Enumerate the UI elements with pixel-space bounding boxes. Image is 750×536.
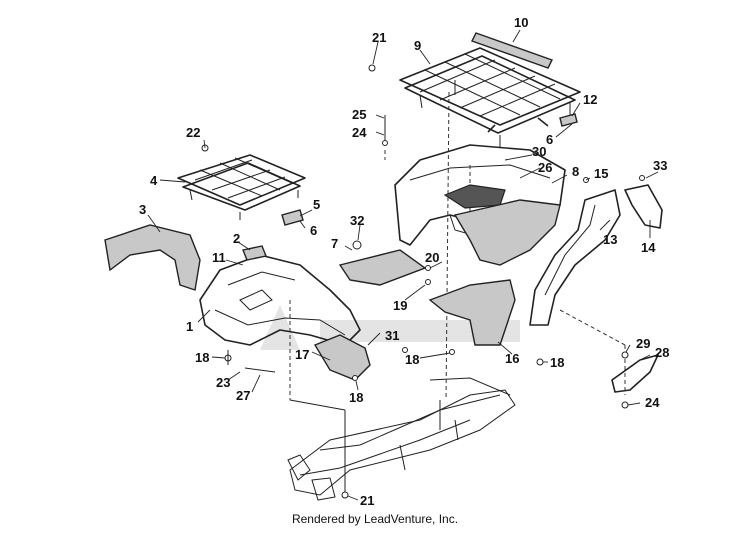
callout-4: 4 [150, 173, 158, 188]
callout-21-bottom: 21 [360, 493, 374, 508]
small-parts [242, 113, 578, 261]
callout-3: 3 [139, 202, 146, 217]
callout-18-left: 18 [195, 350, 209, 365]
callout-30: 30 [532, 144, 546, 159]
callout-2: 2 [233, 231, 240, 246]
callout-7: 7 [331, 236, 338, 251]
callout-18-right: 18 [550, 355, 564, 370]
rear-mud-flap [428, 279, 516, 346]
callout-10: 10 [514, 15, 528, 30]
callout-29: 29 [636, 336, 650, 351]
callout-32: 32 [350, 213, 364, 228]
callout-16: 16 [505, 351, 519, 366]
front-mud-flap [104, 224, 201, 291]
front-rack [177, 154, 306, 220]
lower-bracket [611, 354, 659, 393]
callout-19: 19 [393, 298, 407, 313]
callout-24-top: 24 [352, 125, 367, 140]
callout-9: 9 [414, 38, 421, 53]
callout-12: 12 [583, 92, 597, 107]
callout-28: 28 [655, 345, 669, 360]
callout-6-front: 6 [310, 223, 317, 238]
callout-14: 14 [641, 240, 656, 255]
callout-6-rear: 6 [546, 132, 553, 147]
rear-rack [399, 47, 581, 148]
callout-31: 31 [385, 328, 399, 343]
footer-credit: Rendered by LeadVenture, Inc. [291, 512, 459, 526]
frame-drawing [287, 377, 516, 501]
callout-24-bottom: 24 [645, 395, 660, 410]
leader-lines [147, 29, 659, 501]
rear-inner-panel [453, 199, 561, 266]
fasteners [201, 64, 645, 499]
callout-13: 13 [603, 232, 617, 247]
callout-11: 11 [212, 250, 226, 265]
grab-bar-pad [471, 32, 553, 69]
rear-fender-extension [529, 189, 621, 326]
callout-27: 27 [236, 388, 250, 403]
callout-labels: 1 2 3 4 5 6 6 7 8 9 10 11 12 13 14 15 16… [139, 15, 669, 508]
callout-33: 33 [653, 158, 667, 173]
side-panel [338, 249, 427, 286]
assembly-guide-lines [289, 91, 626, 495]
callout-18-center: 18 [349, 390, 363, 405]
callout-21-top: 21 [372, 30, 386, 45]
callout-15: 15 [594, 166, 608, 181]
callout-22: 22 [186, 125, 200, 140]
callout-26: 26 [538, 160, 552, 175]
callout-20: 20 [425, 250, 439, 265]
callout-25: 25 [352, 107, 366, 122]
callout-18-mid: 18 [405, 352, 419, 367]
callout-17: 17 [295, 347, 309, 362]
front-fender [199, 254, 371, 381]
callout-8: 8 [572, 164, 579, 179]
callout-5: 5 [313, 197, 320, 212]
rear-bracket [624, 184, 663, 229]
callout-23: 23 [216, 375, 230, 390]
callout-1: 1 [186, 319, 193, 334]
